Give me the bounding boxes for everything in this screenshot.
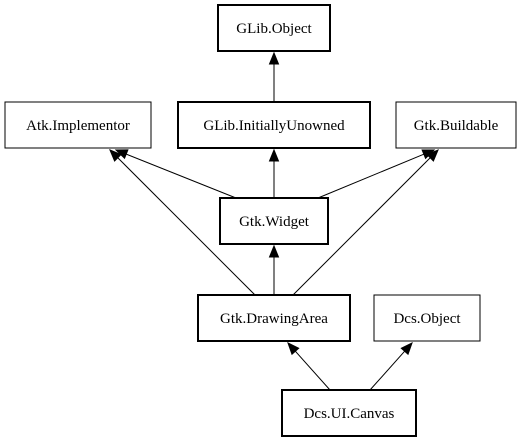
node-glib-initiallyunowned[interactable]: GLib.InitiallyUnowned (177, 101, 371, 149)
edge-line (317, 153, 425, 199)
edge-gtk-drawingarea-to-gtk-buildable (292, 149, 439, 296)
node-gtk-widget[interactable]: Gtk.Widget (219, 197, 329, 245)
node-box (373, 294, 481, 342)
node-box (4, 101, 152, 149)
node-dcs-object[interactable]: Dcs.Object (373, 294, 481, 342)
node-dcs-ui-canvas[interactable]: Dcs.UI.Canvas (281, 389, 417, 437)
edge-glib-initiallyunowned-to-glib-object (268, 51, 280, 102)
edge-dcs-ui-canvas-to-gtk-drawingarea (287, 342, 331, 391)
node-box (197, 294, 351, 342)
node-atk-implementor[interactable]: Atk.Implementor (4, 101, 152, 149)
arrowhead (426, 149, 439, 162)
edge-gtk-drawingarea-to-atk-implementor (109, 149, 256, 296)
node-label: Dcs.UI.Canvas (304, 406, 395, 422)
arrowhead (109, 149, 122, 162)
node-box (395, 101, 517, 149)
node-label: GLib.Object (236, 21, 312, 37)
arrowhead (287, 342, 300, 356)
node-box (219, 197, 329, 245)
edge-dcs-ui-canvas-to-dcs-object (369, 342, 413, 391)
node-label: GLib.InitiallyUnowned (203, 118, 345, 134)
node-box (217, 4, 331, 52)
node-label: Atk.Implementor (26, 118, 130, 134)
node-box (177, 101, 371, 149)
edge-line (292, 157, 431, 296)
node-label: Dcs.Object (393, 311, 461, 327)
node-label: Gtk.Widget (239, 214, 310, 230)
arrowhead (268, 148, 280, 162)
edge-line (369, 350, 406, 391)
edge-gtk-widget-to-glib-initiallyunowned (268, 148, 280, 198)
node-gtk-buildable[interactable]: Gtk.Buildable (395, 101, 517, 149)
node-label: Gtk.Buildable (414, 118, 499, 134)
edge-line (126, 153, 237, 199)
node-gtk-drawingarea[interactable]: Gtk.DrawingArea (197, 294, 351, 342)
arrowhead (268, 51, 280, 65)
edge-line (294, 350, 331, 391)
node-glib-object[interactable]: GLib.Object (217, 4, 331, 52)
edge-gtk-drawingarea-to-gtk-widget (268, 244, 280, 295)
node-label: Gtk.DrawingArea (220, 311, 328, 327)
arrowhead (400, 342, 413, 356)
edge-gtk-widget-to-gtk-buildable (317, 149, 436, 199)
edge-line (117, 157, 256, 296)
edges-layer (109, 51, 439, 391)
arrowhead (268, 244, 280, 258)
node-box (281, 389, 417, 437)
